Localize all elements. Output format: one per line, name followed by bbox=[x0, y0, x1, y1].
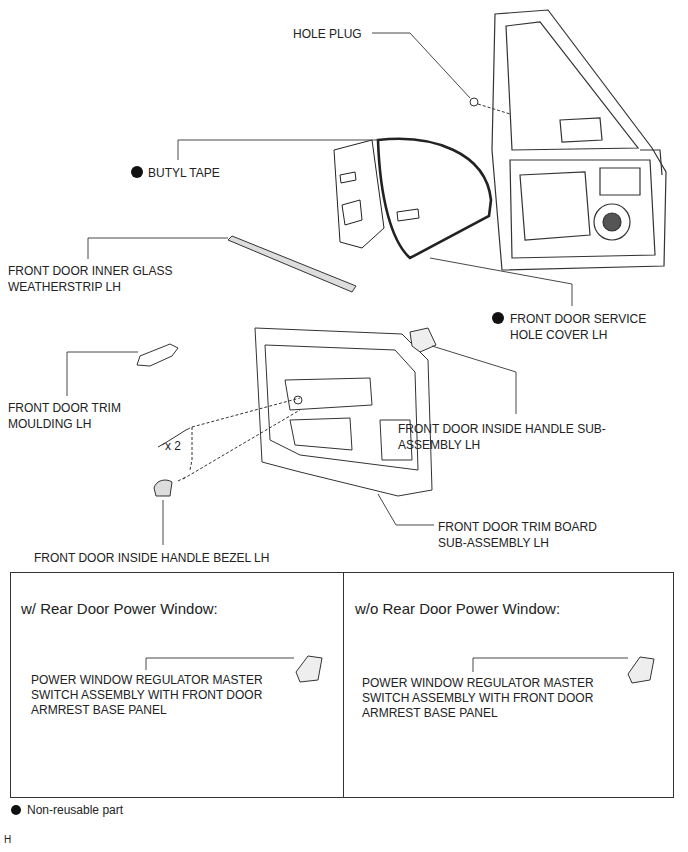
hole-plug bbox=[470, 98, 510, 114]
leader-lines bbox=[67, 33, 628, 672]
trim-board bbox=[285, 378, 372, 410]
trim-board bbox=[255, 328, 432, 496]
part-label: FRONT DOOR TRIM BOARD SUB-ASSEMBLY LH bbox=[438, 519, 628, 551]
variant-heading: w/o Rear Door Power Window: bbox=[355, 600, 560, 618]
non-reusable-dots bbox=[131, 166, 504, 324]
leader-lines bbox=[146, 658, 294, 670]
part-label: FRONT DOOR SERVICE HOLE COVER LH bbox=[510, 311, 670, 343]
non-reusable-dots bbox=[131, 166, 143, 178]
door-frame bbox=[600, 168, 640, 195]
hole-plug bbox=[478, 104, 510, 114]
service-hole-cover bbox=[334, 140, 384, 248]
non-reusable-dots bbox=[492, 312, 504, 324]
trim-board bbox=[290, 418, 352, 450]
screws-bezel bbox=[192, 398, 300, 427]
part-label: H bbox=[4, 832, 24, 848]
door-frame bbox=[506, 22, 638, 150]
leader-lines bbox=[372, 33, 470, 98]
trim-board bbox=[255, 328, 432, 496]
door-frame bbox=[492, 10, 666, 270]
master-switch-icon bbox=[628, 657, 654, 683]
service-hole-cover bbox=[397, 209, 419, 221]
door-frame bbox=[510, 160, 655, 258]
part-label: POWER WINDOW REGULATOR MASTER SWITCH ASS… bbox=[31, 673, 293, 718]
leader-lines bbox=[178, 140, 378, 160]
door-frame bbox=[640, 150, 662, 175]
screws-bezel bbox=[154, 398, 300, 496]
weatherstrip bbox=[228, 236, 356, 292]
screws-bezel bbox=[178, 410, 300, 481]
trim-moulding bbox=[137, 344, 178, 366]
inside-handle bbox=[410, 328, 436, 352]
master-switch-icon bbox=[296, 656, 322, 682]
part-label: FRONT DOOR INSIDE HANDLE SUB-ASSEMBLY LH bbox=[398, 421, 613, 453]
trim-moulding bbox=[137, 344, 178, 366]
leader-lines bbox=[430, 258, 572, 306]
service-hole-cover bbox=[378, 139, 491, 258]
door-frame bbox=[594, 204, 630, 240]
weatherstrip bbox=[228, 236, 356, 292]
legend-text: Non-reusable part bbox=[27, 802, 123, 818]
leader-lines bbox=[432, 346, 516, 414]
screws-bezel bbox=[154, 480, 172, 496]
leader-lines bbox=[67, 352, 138, 396]
part-label: FRONT DOOR INNER GLASS WEATHERSTRIP LH bbox=[8, 263, 203, 295]
service-hole-cover bbox=[340, 172, 356, 183]
leader-lines bbox=[163, 500, 164, 545]
inside-handle bbox=[410, 328, 436, 352]
variant-heading: w/ Rear Door Power Window: bbox=[21, 600, 218, 618]
door-frame bbox=[560, 118, 602, 142]
part-label: POWER WINDOW REGULATOR MASTER SWITCH ASS… bbox=[362, 676, 624, 721]
leader-lines bbox=[473, 658, 628, 672]
trim-board bbox=[294, 396, 302, 404]
door-frame bbox=[603, 213, 621, 231]
part-label: BUTYL TAPE bbox=[148, 165, 268, 181]
leader-lines bbox=[88, 238, 228, 259]
part-label: FRONT DOOR INSIDE HANDLE BEZEL LH bbox=[34, 550, 304, 566]
service-hole-cover bbox=[342, 200, 362, 225]
leader-lines bbox=[378, 494, 434, 525]
part-label: HOLE PLUG bbox=[293, 26, 383, 42]
part-label: FRONT DOOR TRIM MOULDING LH bbox=[8, 400, 158, 432]
hole-plug bbox=[470, 98, 478, 106]
legend-dot bbox=[11, 805, 21, 815]
variant-box: w/ Rear Door Power Window: POWER WINDOW R… bbox=[10, 572, 344, 798]
door-frame bbox=[492, 10, 666, 270]
door-frame bbox=[520, 172, 590, 240]
service-hole-cover bbox=[334, 139, 491, 258]
trim-board bbox=[265, 345, 418, 470]
variant-box: w/o Rear Door Power Window: POWER WINDOW … bbox=[343, 572, 674, 798]
screws-bezel bbox=[190, 427, 192, 470]
screws-bezel bbox=[186, 428, 190, 430]
part-label: x 2 bbox=[165, 438, 195, 454]
